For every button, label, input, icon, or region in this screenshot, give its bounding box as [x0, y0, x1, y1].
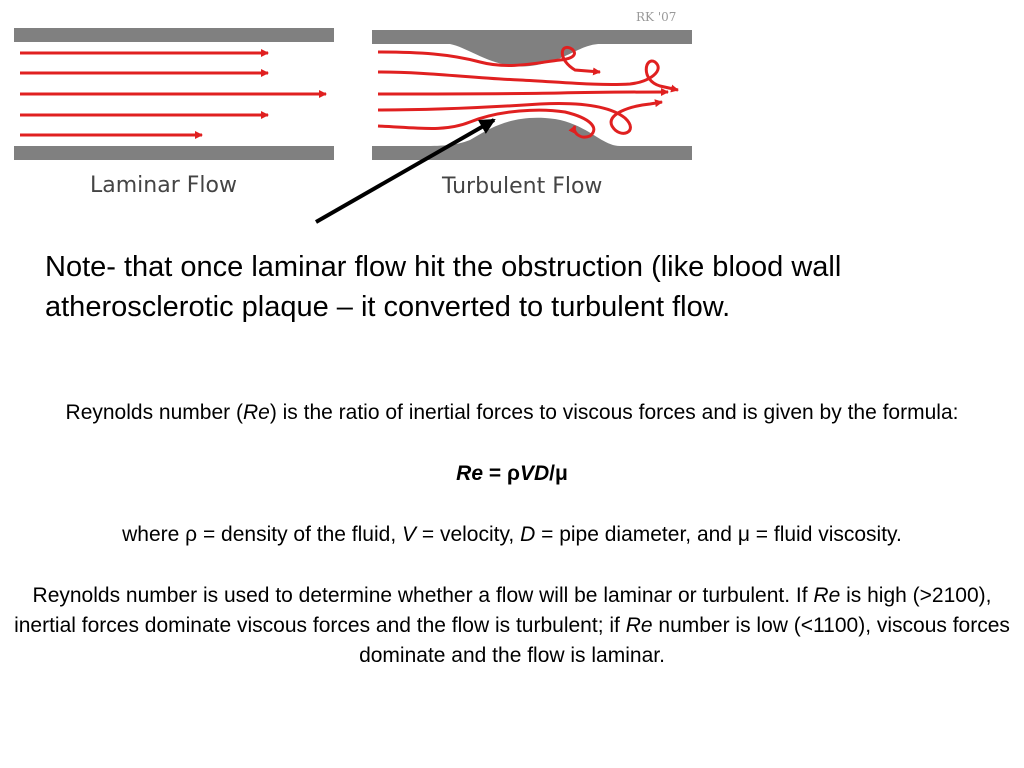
turbulent-flow-line [377, 88, 669, 97]
laminar-bottom-wall [14, 146, 334, 160]
reynolds-variables: where ρ = density of the fluid, V = velo… [122, 523, 902, 546]
reynolds-formula: Re = ρVD/μ [456, 462, 568, 485]
turbulent-flow-line [377, 45, 601, 76]
turbulent-flow-line [377, 99, 663, 135]
laminar-top-wall [14, 28, 334, 42]
turbulent-flow-line [377, 108, 596, 139]
pointer-arrow [315, 118, 496, 224]
laminar-flow-caption: Laminar Flow [90, 173, 237, 198]
reynolds-intro: Reynolds number (Re) is the ratio of ine… [65, 401, 959, 424]
turbulent-flow-caption: Turbulent Flow [441, 174, 602, 199]
turbulent-top-wall-with-plaque [372, 30, 692, 67]
turbulent-bottom-wall-with-plaque [372, 117, 692, 160]
turbulent-flow-line [377, 59, 679, 93]
reynolds-explanation: Reynolds number (Re) is the ratio of ine… [0, 398, 1024, 671]
obstruction-note: Note- that once laminar flow hit the obs… [45, 251, 842, 323]
flow-diagram: Laminar Flow Turbulent Flow RK '07 [14, 10, 692, 224]
reynolds-usage: Reynolds number is used to determine whe… [14, 584, 1010, 667]
turbulent-flow-panel: Turbulent Flow RK '07 [372, 10, 692, 199]
author-signature: RK '07 [636, 10, 676, 24]
laminar-flow-panel: Laminar Flow [14, 28, 334, 198]
